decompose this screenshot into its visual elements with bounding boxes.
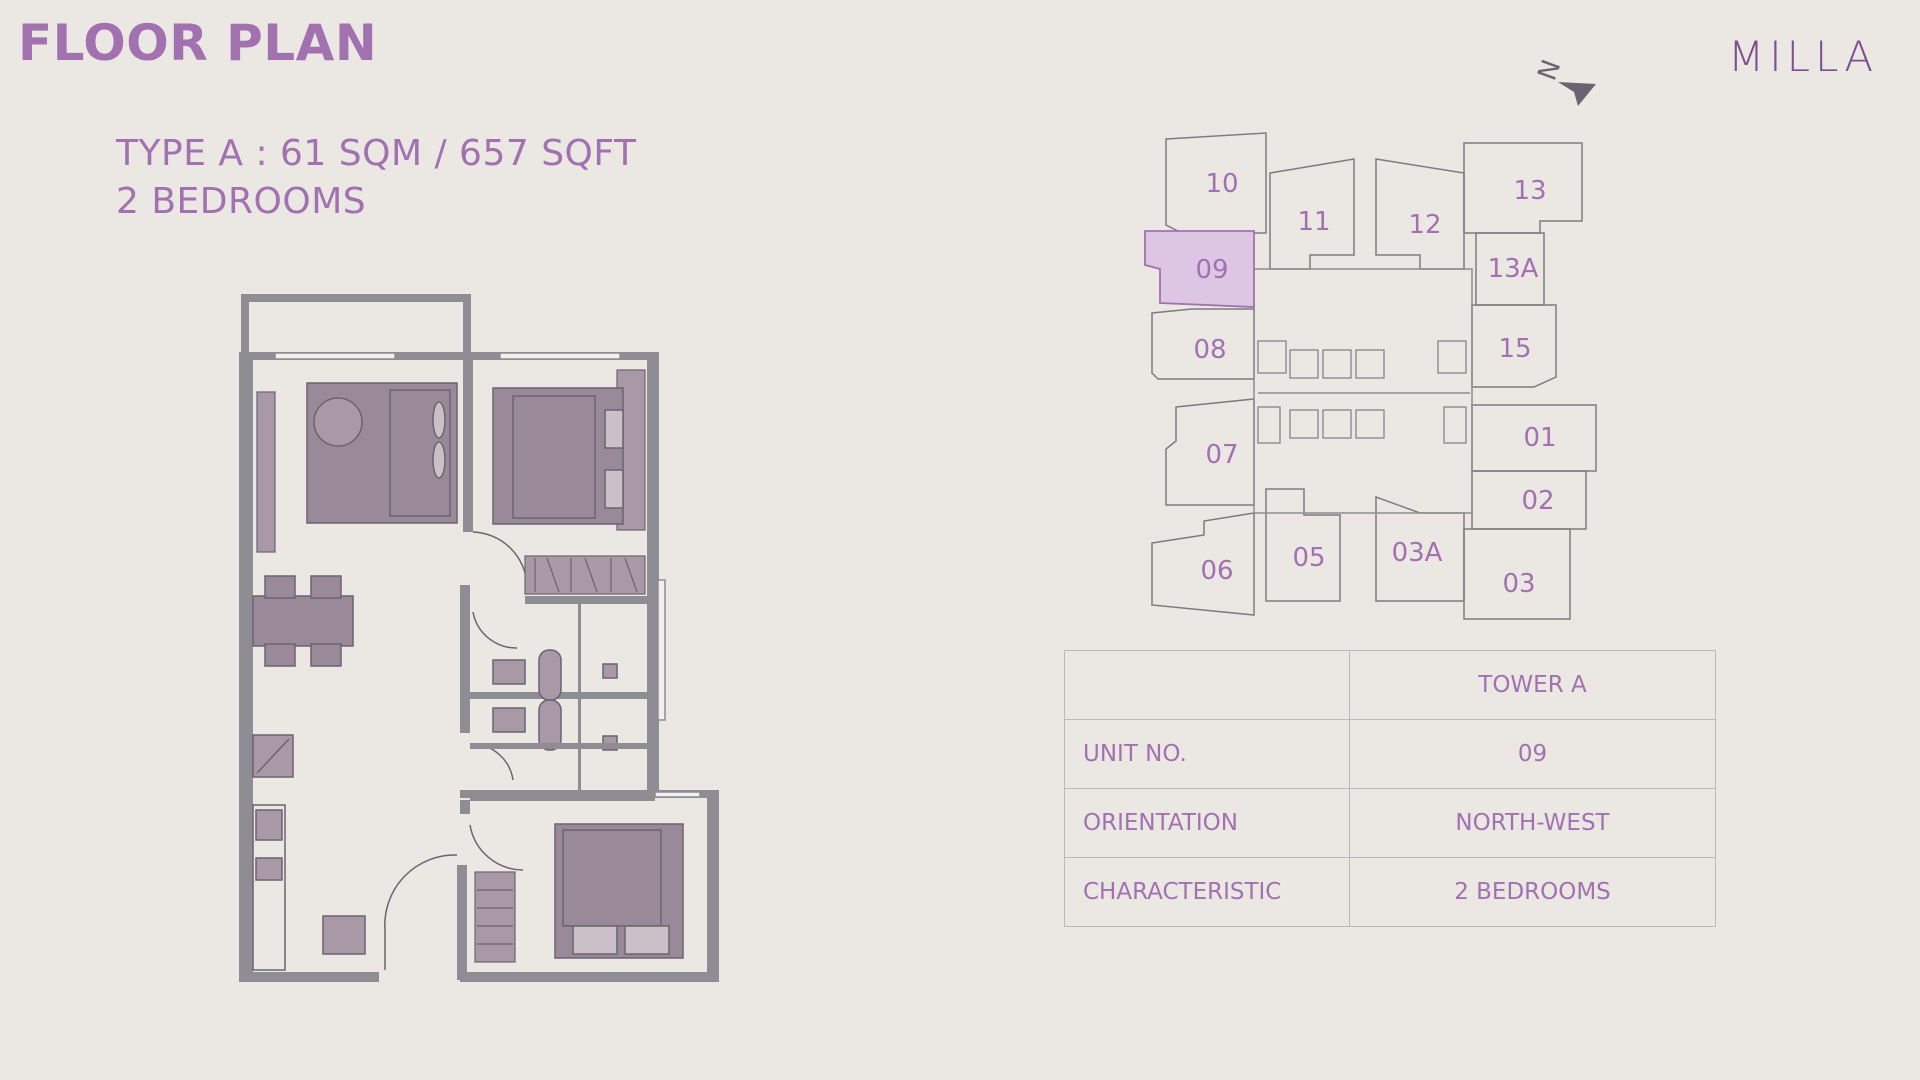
table-row: CHARACTERISTIC 2 BEDROOMS	[1064, 857, 1716, 927]
unit-info-table: TOWER A UNIT NO. 09 ORIENTATION NORTH-WE…	[1064, 650, 1716, 927]
wardrobes	[256, 369, 646, 963]
row-value: 09	[1349, 719, 1716, 789]
unit-label: 01	[1523, 423, 1556, 453]
table-header-row: TOWER A	[1064, 650, 1716, 720]
table-header-cell	[1064, 650, 1350, 720]
table-row: ORIENTATION NORTH-WEST	[1064, 788, 1716, 858]
unit-label: 05	[1292, 543, 1325, 573]
unit-label: 15	[1498, 334, 1531, 364]
row-label: CHARACTERISTIC	[1064, 857, 1350, 927]
beds	[306, 382, 684, 959]
dining-table	[252, 575, 354, 667]
key-plan: 10 11 12 13 09 13A 08 15 07 01 02 06 05 …	[1144, 132, 1597, 620]
exterior-walls	[239, 352, 719, 982]
north-arrow-icon: N	[1532, 56, 1596, 106]
page-title: FLOOR PLAN	[18, 14, 378, 72]
unit-label: 07	[1205, 440, 1238, 470]
unit-label: 03A	[1392, 538, 1443, 568]
unit-label: 10	[1205, 169, 1238, 199]
key-plan-outlines	[1151, 132, 1597, 620]
unit-label: 09	[1195, 255, 1228, 285]
balcony	[241, 294, 471, 356]
unit-label: 11	[1297, 207, 1330, 237]
unit-labels: 10 11 12 13 09 13A 08 15 07 01 02 06 05 …	[1193, 169, 1556, 599]
unit-type-info: TYPE A : 61 SQM / 657 SQFT 2 BEDROOMS	[116, 130, 636, 226]
row-value: 2 BEDROOMS	[1349, 857, 1716, 927]
unit-label: 02	[1521, 486, 1554, 516]
unit-floor-plan	[239, 294, 719, 982]
unit-label: 03	[1502, 569, 1535, 599]
windows	[274, 352, 701, 798]
bathrooms	[470, 649, 647, 751]
unit-type-size: TYPE A : 61 SQM / 657 SQFT	[116, 133, 637, 174]
row-label: ORIENTATION	[1064, 788, 1350, 858]
unit-label: 08	[1193, 335, 1226, 365]
unit-label: 13A	[1488, 254, 1539, 284]
unit-label: 12	[1408, 210, 1441, 240]
table-header-cell: TOWER A	[1349, 650, 1716, 720]
unit-label: 06	[1200, 556, 1233, 586]
highlighted-unit-09[interactable]	[1144, 230, 1255, 308]
row-value: NORTH-WEST	[1349, 788, 1716, 858]
north-label: N	[1532, 56, 1567, 85]
unit-bedrooms: 2 BEDROOMS	[116, 181, 367, 222]
unit-label: 13	[1513, 176, 1546, 206]
milla-logo: MILLA	[1728, 32, 1879, 81]
kitchen	[252, 734, 366, 971]
table-row: UNIT NO. 09	[1064, 719, 1716, 789]
row-label: UNIT NO.	[1064, 719, 1350, 789]
